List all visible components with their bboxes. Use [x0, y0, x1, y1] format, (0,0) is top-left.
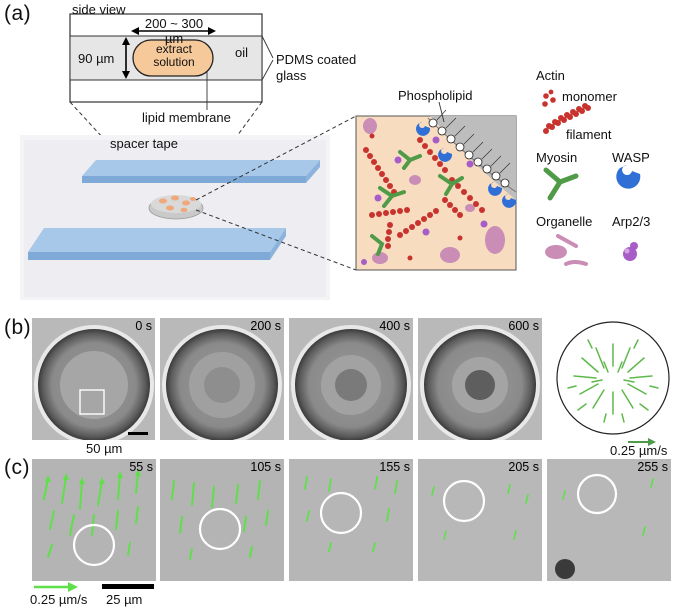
phospholipid-label: Phospholipid [398, 88, 473, 103]
time-b-2: 400 s [379, 319, 410, 333]
scale-bar-c-label: 25 µm [106, 592, 143, 607]
time-c-1: 105 s [250, 460, 281, 474]
droplet-shape [132, 39, 214, 77]
velocity-scale-arrow [648, 438, 656, 446]
spacer-tape-bottom [28, 228, 286, 252]
arp23-icon [623, 242, 638, 261]
molecular-zoom [355, 109, 517, 271]
micrograph-c-1: 105 s [160, 459, 284, 581]
legend-icons [542, 89, 641, 266]
legend-myosin: Myosin [536, 150, 578, 165]
panel-c-scale-graphics [34, 582, 154, 592]
time-b-0: 0 s [135, 319, 152, 333]
time-c-0: 55 s [129, 460, 153, 474]
micrograph-b-3: 600 s [418, 318, 542, 440]
legend-actin: Actin [536, 68, 565, 83]
time-b-3: 600 s [508, 319, 539, 333]
scale-bar-c [102, 584, 154, 589]
spacer-tape-top [82, 160, 320, 176]
micrograph-b-0: 0 s [32, 318, 155, 440]
panel-a-graphics [20, 13, 641, 300]
time-c-3: 205 s [508, 460, 539, 474]
filament-icon [543, 103, 591, 134]
oil-label: oil [235, 45, 249, 60]
scale-bar-b [128, 432, 148, 435]
micrograph-c-2: 155 s [289, 459, 413, 581]
micrograph-b-2: 400 s [289, 318, 413, 440]
velocity-vectors [567, 339, 659, 423]
wasp-icon [616, 165, 641, 189]
organelle-icon [545, 234, 588, 266]
time-b-1: 200 s [250, 319, 281, 333]
velocity-field [556, 321, 670, 446]
velocity-scale-b-label: 0.25 µm/s [610, 443, 668, 458]
spacer-tape-label: spacer tape [110, 136, 178, 151]
legend-organelle: Organelle [536, 214, 593, 229]
pdms-label: PDMS coated glass [276, 52, 357, 83]
legend-filament: filament [566, 127, 612, 142]
tracked-circle-0 [72, 523, 116, 567]
myosin-icon [543, 167, 579, 201]
legend-wasp: WASP [612, 150, 650, 165]
panel-label-c: (c) [4, 456, 30, 479]
panel-label-a: (a) [4, 2, 32, 25]
panel-label-b: (b) [4, 316, 32, 339]
micrograph-c-0: 55 s [32, 459, 156, 581]
micrograph-c-4: 255 s [547, 459, 671, 581]
phospholipid-pointer [438, 102, 445, 123]
time-c-4: 255 s [637, 460, 668, 474]
micrograph-c-3: 205 s [418, 459, 542, 581]
roi-box [79, 389, 105, 415]
filament-1 [363, 147, 397, 195]
velocity-scale-c-arrow [68, 582, 78, 592]
velocity-scale-c-label: 0.25 µm/s [30, 592, 88, 607]
legend-arp23: Arp2/3 [612, 214, 651, 229]
micrograph-b-1: 200 s [160, 318, 284, 440]
droplet-label: extract solution [153, 42, 195, 69]
tracked-circle-4 [576, 473, 618, 515]
time-c-2: 155 s [379, 460, 410, 474]
scale-bar-b-label: 50 µm [86, 441, 123, 456]
legend-monomer: monomer [562, 89, 617, 104]
lipid-membrane-label: lipid membrane [142, 110, 231, 125]
tracked-circle-2 [319, 491, 363, 535]
height-label: 90 µm [78, 51, 115, 66]
width-range-label: 200 ~ 300 µm [144, 16, 204, 46]
monomer-icon [542, 89, 556, 107]
tracked-circle-3 [442, 479, 486, 523]
side-view-label: side view [72, 2, 126, 17]
tracked-circle-1 [198, 507, 242, 551]
